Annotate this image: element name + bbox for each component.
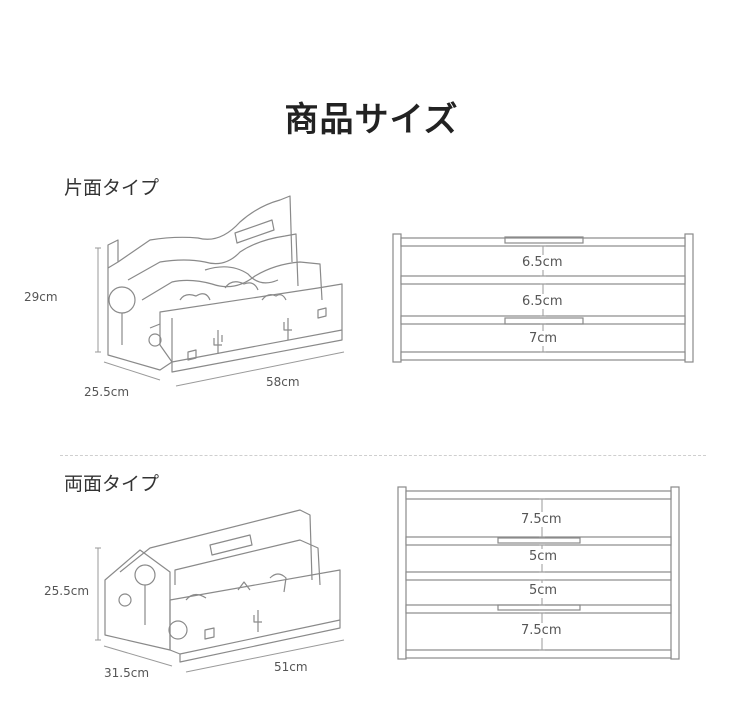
single-gap-3: 7cm	[528, 331, 559, 346]
double-height-dim: 25.5cm	[44, 584, 90, 598]
single-width-dim: 58cm	[266, 375, 300, 389]
single-gap-2: 6.5cm	[521, 294, 564, 309]
single-organizer-drawing	[107, 195, 343, 373]
double-width-dim: 51cm	[274, 660, 308, 674]
double-gap-4: 7.5cm	[520, 623, 563, 638]
double-gap-3: 5cm	[528, 583, 559, 598]
double-gap-2: 5cm	[528, 549, 559, 564]
double-depth-dim: 31.5cm	[104, 666, 150, 680]
page-title: 商品サイズ	[284, 100, 459, 140]
single-gap-1: 6.5cm	[521, 255, 564, 270]
double-organizer-drawing	[104, 509, 341, 663]
single-type-label: 片面タイプ	[64, 177, 160, 199]
double-type-label: 両面タイプ	[64, 473, 160, 495]
single-height-dim: 29cm	[24, 290, 58, 304]
section-divider	[60, 455, 706, 456]
single-depth-dim: 25.5cm	[84, 385, 130, 399]
double-gap-1: 7.5cm	[520, 512, 563, 527]
